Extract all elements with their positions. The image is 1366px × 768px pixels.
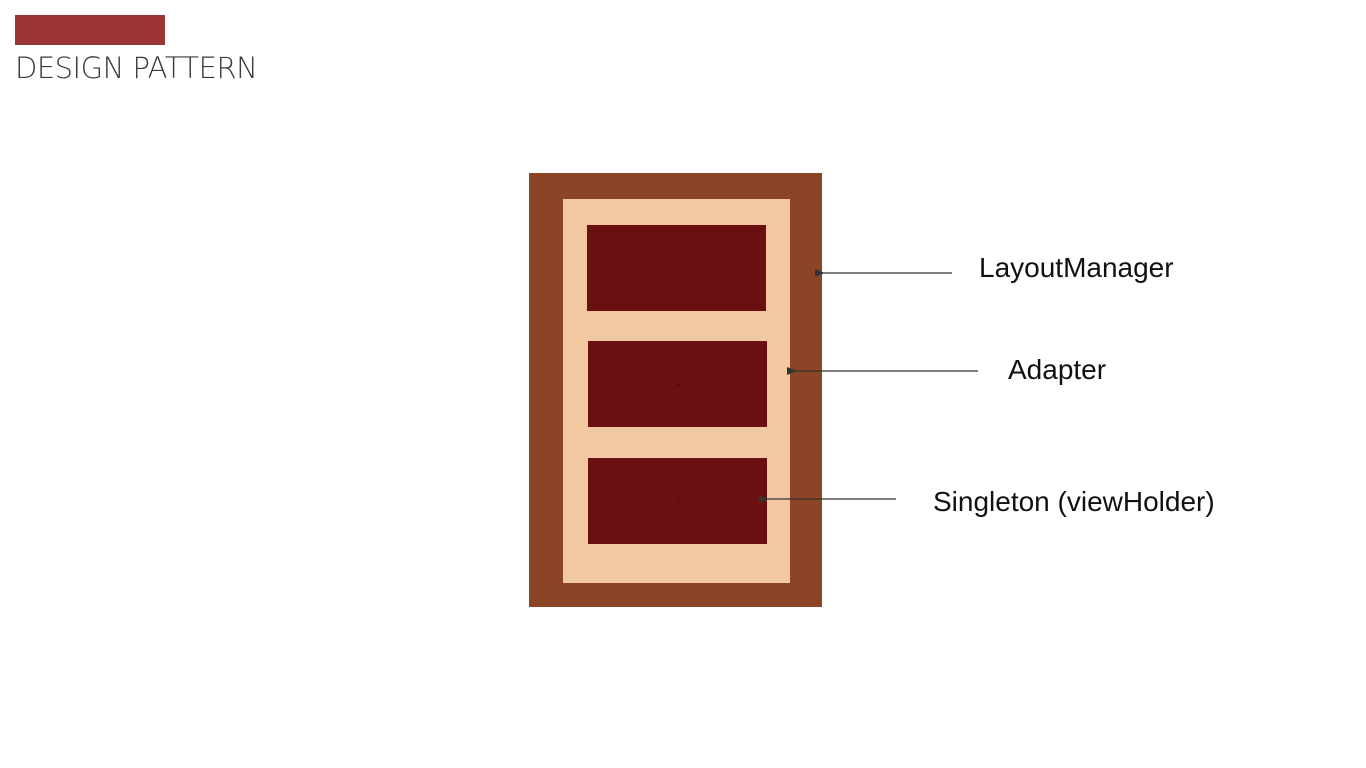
layout-manager-label: LayoutManager [979, 252, 1174, 283]
list-item-block-3 [588, 458, 767, 544]
singleton-label: Singleton (viewHolder) [933, 486, 1215, 517]
adapter-label: Adapter [1008, 354, 1107, 385]
page-title: DESIGN PATTERN [15, 51, 258, 85]
title-accent-bar [15, 15, 165, 45]
list-item-block-2 [588, 341, 767, 427]
list-item-block-1 [587, 225, 766, 311]
